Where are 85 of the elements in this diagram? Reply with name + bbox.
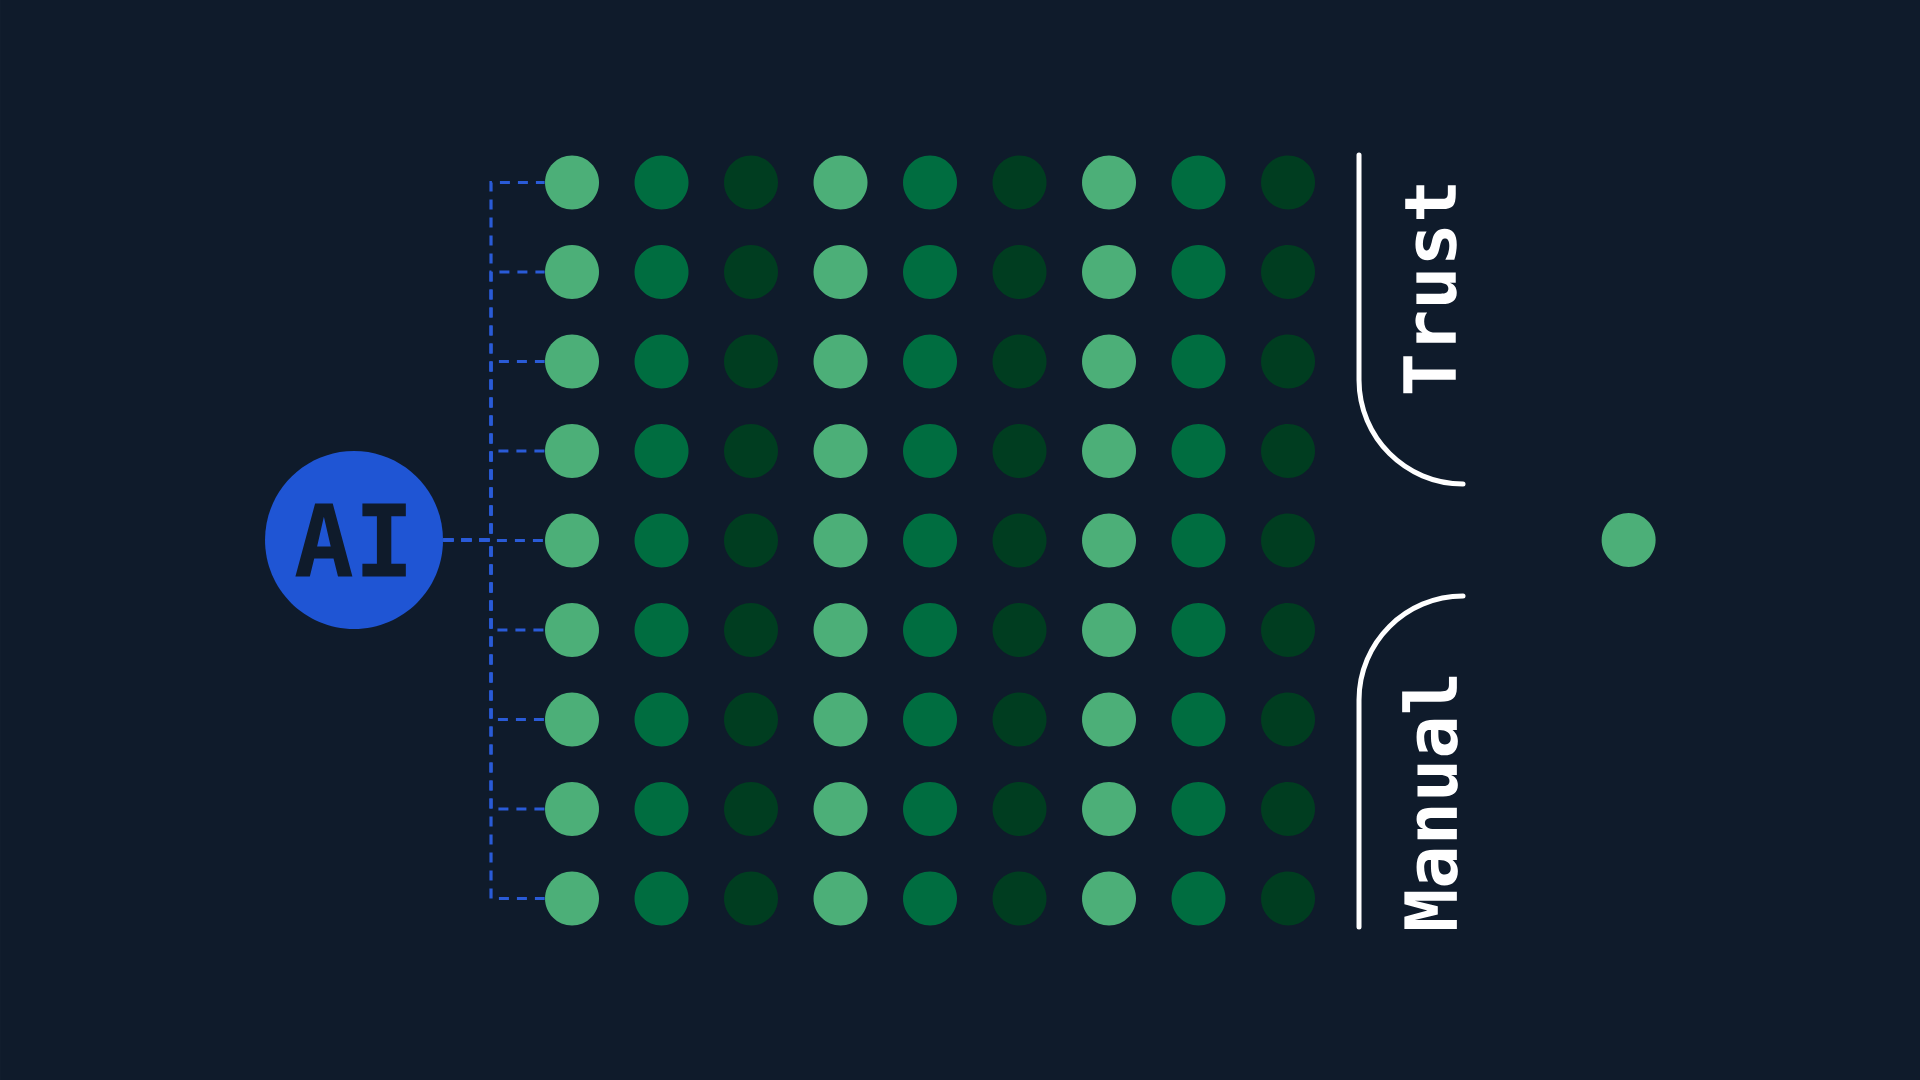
dot <box>813 603 868 657</box>
dot <box>724 871 778 926</box>
dot <box>1171 334 1226 389</box>
dot <box>545 245 599 299</box>
dot <box>1171 782 1226 836</box>
dot <box>724 692 778 747</box>
dot <box>813 692 868 747</box>
dot <box>634 424 689 478</box>
dot <box>634 603 689 657</box>
dot <box>1261 334 1315 389</box>
dot <box>903 245 957 299</box>
dot <box>903 692 957 747</box>
dot <box>634 155 689 210</box>
dot <box>634 782 689 836</box>
dot <box>992 871 1047 926</box>
dot <box>1171 692 1226 747</box>
dot <box>903 782 957 836</box>
dot <box>634 513 689 568</box>
dot <box>992 692 1047 747</box>
dot <box>1171 603 1226 657</box>
dot <box>545 334 599 389</box>
dot <box>545 155 599 210</box>
dot <box>1082 782 1136 836</box>
dot <box>724 424 778 478</box>
dot <box>813 782 868 836</box>
dot <box>903 424 957 478</box>
dot <box>1261 245 1315 299</box>
dot <box>1171 155 1226 210</box>
dot <box>813 155 868 210</box>
dot <box>1261 871 1315 926</box>
dot <box>1171 871 1226 926</box>
dot <box>1082 871 1136 926</box>
dashed-connector <box>443 538 545 901</box>
dot <box>992 155 1047 210</box>
dot <box>903 334 957 389</box>
dot <box>1082 424 1136 478</box>
dot <box>634 871 689 926</box>
dot <box>724 513 778 568</box>
dot <box>1171 513 1226 568</box>
dot <box>992 424 1047 478</box>
dot <box>1601 513 1656 567</box>
dot <box>1082 513 1136 568</box>
dot <box>1082 603 1136 657</box>
dot <box>724 245 778 299</box>
dot <box>724 155 778 210</box>
dot <box>634 245 689 299</box>
dot <box>813 334 868 389</box>
dot <box>1261 513 1315 568</box>
dot <box>1171 424 1226 478</box>
side-label: Manual <box>1402 676 1458 930</box>
dot <box>1171 245 1226 299</box>
dot <box>1261 692 1315 747</box>
dot <box>1261 424 1315 478</box>
dot <box>1261 155 1315 210</box>
dot <box>545 603 599 657</box>
dot <box>903 513 957 568</box>
dot <box>903 871 957 926</box>
dot <box>724 603 778 657</box>
dot <box>992 334 1047 389</box>
dot <box>634 692 689 747</box>
dot <box>813 245 868 299</box>
dot <box>545 424 599 478</box>
dot <box>1261 782 1315 836</box>
dot <box>992 245 1047 299</box>
dot <box>992 782 1047 836</box>
dot <box>813 424 868 478</box>
dot <box>545 782 599 836</box>
dot <box>903 155 957 210</box>
dot <box>724 782 778 836</box>
dot <box>724 334 778 389</box>
side-label: Trust <box>1403 185 1457 394</box>
dot <box>1082 245 1136 299</box>
dot <box>545 513 599 568</box>
dot <box>813 513 868 568</box>
dot <box>1082 155 1136 210</box>
dot <box>1082 692 1136 747</box>
dot <box>1082 334 1136 389</box>
dot <box>992 513 1047 568</box>
dot <box>992 603 1047 657</box>
dot <box>813 871 868 926</box>
dot <box>903 603 957 657</box>
dot <box>545 692 599 747</box>
dot <box>1261 603 1315 657</box>
dot <box>634 334 689 389</box>
dot <box>545 871 599 926</box>
